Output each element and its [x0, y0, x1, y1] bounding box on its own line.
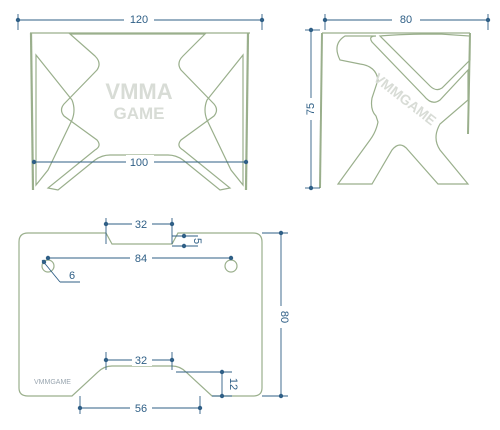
top-logo: VMMGAME — [34, 379, 71, 386]
front-inner-width-label: 100 — [130, 157, 148, 169]
top-hole-diameter-label: 6 — [69, 270, 75, 282]
front-right-wedge — [204, 53, 244, 187]
front-left-leg — [29, 32, 35, 191]
top-bottom-notch-wide-label: 56 — [135, 403, 147, 415]
side-view — [319, 32, 471, 189]
top-notch-width-label: 32 — [135, 219, 147, 231]
side-left-leg — [319, 32, 323, 189]
front-width-label: 120 — [130, 14, 148, 26]
top-notch-depth-label: 5 — [191, 238, 203, 244]
top-bottom-notch-width-label: 32 — [135, 355, 147, 367]
top-outline — [18, 232, 263, 397]
top-bottom-notch-depth-label: 12 — [227, 378, 239, 390]
top-hole-right — [224, 259, 238, 273]
side-x-panel — [336, 35, 470, 185]
front-logo-line2: GAME — [114, 104, 165, 123]
front-left-wedge — [35, 53, 75, 187]
side-height-label: 75 — [305, 103, 317, 115]
top-bottom-notch-depth-dimension — [176, 371, 232, 397]
side-logo: VMMGAME — [371, 70, 440, 129]
side-top-wedge — [378, 33, 471, 91]
top-depth-label: 80 — [278, 311, 290, 323]
top-hole-spacing-label: 84 — [135, 253, 147, 265]
front-logo-line1: VMMA — [105, 79, 172, 104]
side-depth-label: 80 — [400, 14, 412, 26]
front-x-panel — [46, 33, 232, 191]
front-view — [29, 32, 250, 191]
front-right-leg — [244, 32, 250, 191]
